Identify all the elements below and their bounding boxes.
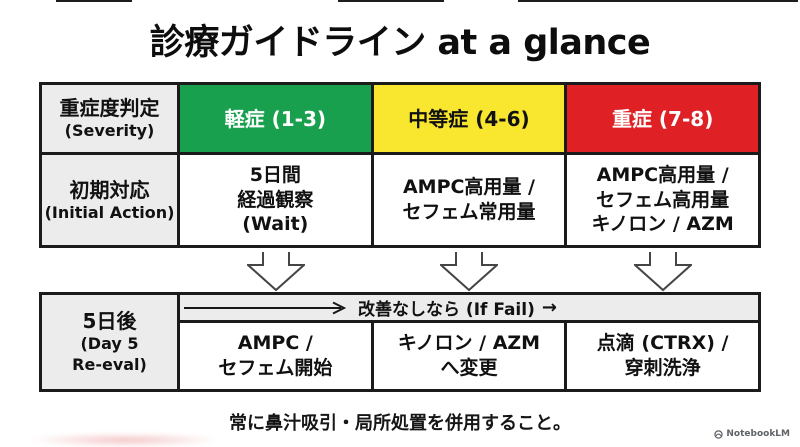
down-arrow-icon	[440, 252, 498, 292]
down-arrow-icon	[247, 252, 305, 292]
reeval-row-header: 5日後 (Day 5 Re-eval)	[39, 292, 180, 392]
severity-cell-severe: 重症 (7-8)	[564, 82, 761, 155]
top-edge-artifact	[338, 0, 444, 2]
reeval-mild-cell: AMPC / セフェム開始	[177, 320, 374, 392]
reeval-table: 5日後 (Day 5 Re-eval) 改善なしなら (If Fail) → A…	[39, 292, 761, 392]
cell-line: セフェム常用量	[402, 201, 536, 223]
severity-row-header: 重症度判定 (Severity)	[39, 82, 180, 155]
cell-line: キノロン / AZM	[591, 213, 734, 236]
cell-line: 5日間	[249, 163, 301, 186]
cell-line: 点滴 (CTRX) /	[596, 332, 729, 355]
severity-severe-label: 重症 (7-8)	[611, 106, 714, 131]
if-fail-row: 5日後 (Day 5 Re-eval) 改善なしなら (If Fail) →	[39, 292, 761, 392]
right-arrow-glyph: →	[541, 297, 557, 318]
footer-note: 常に鼻汁吸引・局所処置を併用すること。	[229, 413, 571, 434]
cell-line: セフェム高用量	[596, 188, 730, 211]
initial-action-row: 初期対応 (Initial Action) 5日間 経過観察 (Wait) AM…	[39, 152, 761, 248]
notebooklm-label: NotebookLM	[726, 429, 790, 439]
page-title: 診療ガイドライン at a glance	[149, 23, 651, 63]
severity-row: 重症度判定 (Severity) 軽症 (1-3) 中等症 (4-6) 重症 (…	[39, 82, 761, 155]
cell-line: セフェム開始	[218, 357, 333, 379]
reeval-header-en1: (Day 5	[80, 334, 139, 354]
cell-line: 穿刺洗浄	[624, 357, 701, 379]
initial-action-severe-cell: AMPC高用量 / セフェム高用量 キノロン / AZM	[564, 152, 761, 248]
long-right-arrow-icon	[184, 301, 347, 314]
if-fail-content: 改善なしなら (If Fail) →	[180, 295, 758, 320]
notebooklm-branding: NotebookLM	[714, 429, 790, 439]
severity-table: 重症度判定 (Severity) 軽症 (1-3) 中等症 (4-6) 重症 (…	[39, 82, 761, 248]
initial-action-mild-cell: 5日間 経過観察 (Wait)	[177, 152, 374, 248]
severity-cell-moderate: 中等症 (4-6)	[370, 82, 568, 155]
cell-line: (Wait)	[242, 213, 309, 236]
watermark-smudge	[30, 433, 220, 447]
initial-action-header-en: (Initial Action)	[44, 202, 175, 222]
notebooklm-logo-icon	[714, 429, 724, 439]
severity-moderate-label: 中等症 (4-6)	[408, 106, 530, 131]
severity-mild-label: 軽症 (1-3)	[224, 106, 327, 131]
initial-action-row-header: 初期対応 (Initial Action)	[39, 152, 180, 248]
severity-row-header-jp: 重症度判定	[59, 96, 160, 121]
top-edge-artifact	[56, 0, 132, 2]
reeval-moderate-cell: キノロン / AZM へ変更	[370, 320, 568, 392]
severity-row-header-en: (Severity)	[64, 121, 155, 141]
cell-line: AMPC高用量 /	[402, 176, 535, 199]
cell-line: AMPC /	[237, 332, 313, 355]
cell-line: キノロン / AZM	[397, 332, 541, 355]
top-edge-artifact	[518, 0, 798, 2]
cell-line: AMPC高用量 /	[596, 163, 729, 186]
if-fail-label: 改善なしなら (If Fail)	[358, 300, 535, 320]
cell-line: へ変更	[440, 357, 498, 379]
cell-line: 経過観察	[237, 188, 314, 211]
initial-action-moderate-cell: AMPC高用量 / セフェム常用量	[370, 152, 568, 248]
reeval-action-row: AMPC / セフェム開始 キノロン / AZM へ変更 点滴 (CTRX) /…	[41, 320, 761, 392]
down-arrow-icon	[634, 252, 692, 292]
initial-action-header-jp: 初期対応	[69, 177, 150, 202]
reeval-severe-cell: 点滴 (CTRX) / 穿刺洗浄	[564, 320, 761, 392]
if-fail-header-cell: 改善なしなら (If Fail) →	[177, 292, 761, 323]
reeval-header-jp: 5日後	[82, 309, 137, 334]
severity-cell-mild: 軽症 (1-3)	[177, 82, 374, 155]
reeval-header-en2: Re-eval)	[72, 355, 147, 374]
